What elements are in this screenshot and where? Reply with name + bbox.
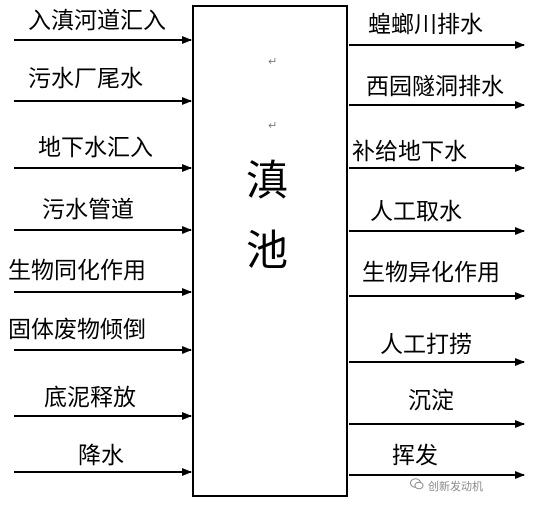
lake-name-char-2: 池 [246, 226, 289, 275]
return-mark: ↵ [268, 55, 278, 68]
input-arrows [14, 36, 192, 476]
output-label-bio-dissimilation: 生物异化作用 [362, 260, 500, 286]
input-label-sediment-release: 底泥释放 [44, 385, 136, 411]
input-label-precipitation: 降水 [78, 443, 124, 469]
watermark-text: 创新发动机 [428, 480, 483, 493]
dianchi-lake-box [192, 5, 348, 497]
wechat-icon [410, 478, 424, 490]
output-label-manual-salvage: 人工打捞 [380, 332, 472, 358]
input-label-solid-waste: 固体废物倾倒 [8, 317, 146, 343]
output-arrows [349, 41, 525, 479]
output-label-water-withdrawal: 人工取水 [370, 199, 462, 225]
output-label-tunnel-drainage: 西园隧洞排水 [366, 74, 504, 100]
input-label-wwtp-effluent: 污水厂尾水 [28, 66, 143, 92]
output-label-groundwater-recharge: 补给地下水 [352, 139, 467, 165]
input-label-groundwater-inflow: 地下水汇入 [38, 135, 153, 161]
return-mark: ↵ [268, 119, 278, 132]
input-label-sewer: 污水管道 [42, 197, 134, 223]
lake-name-char-1: 滇 [246, 156, 289, 205]
output-label-volatilization: 挥发 [392, 443, 438, 469]
output-label-river-drainage: 蝗螂川排水 [368, 12, 483, 38]
output-label-sedimentation: 沉淀 [408, 388, 454, 414]
input-label-bio-assimilation: 生物同化作用 [8, 258, 146, 284]
input-label-river-inflow: 入滇河道汇入 [28, 8, 166, 34]
